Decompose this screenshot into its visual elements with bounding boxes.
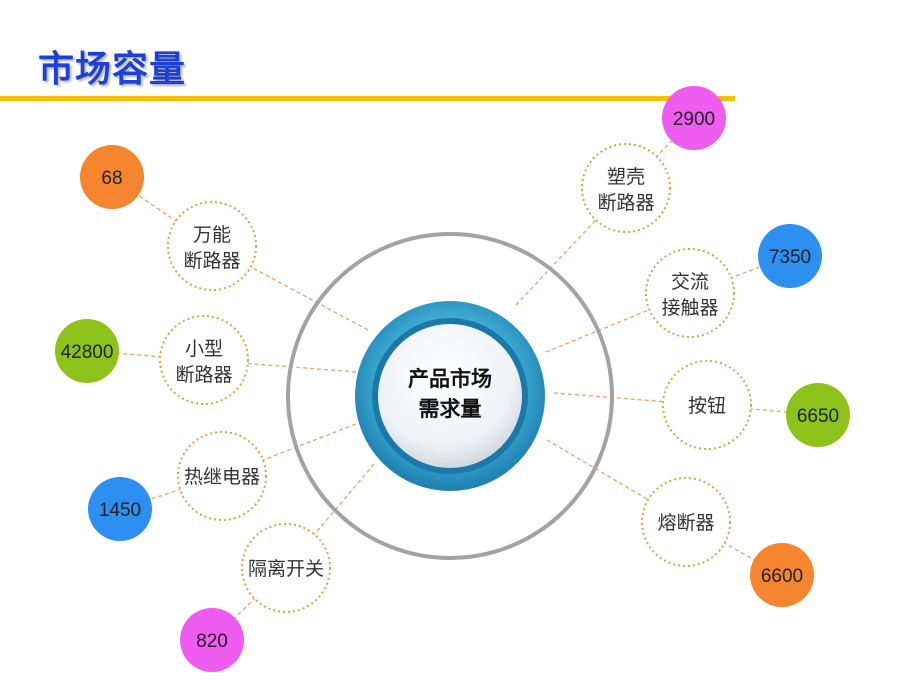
value-bubble-circle	[55, 319, 119, 383]
value-bubble-circle	[750, 543, 814, 607]
category-node-circle	[177, 431, 267, 521]
value-label: 7350	[769, 247, 811, 268]
category-node-gelikaiguan: 隔离开关	[241, 523, 331, 613]
center-core	[378, 324, 522, 468]
category-node-rongduanqi: 熔断器	[641, 477, 731, 567]
value-label: 68	[101, 168, 122, 189]
value-bubble-anniu: 6650	[786, 383, 850, 447]
value-bubble-suke: 2900	[662, 86, 726, 150]
category-node-rejidianqi: 热继电器	[177, 431, 267, 521]
category-label: 热继电器	[184, 466, 260, 488]
category-label: 交流	[671, 271, 709, 293]
category-node-circle	[645, 248, 735, 338]
category-label: 塑壳	[607, 166, 645, 188]
category-node-circle	[241, 523, 331, 613]
value-label: 42800	[61, 342, 114, 363]
outer-ring	[286, 232, 614, 560]
value-bubble-circle	[88, 477, 152, 541]
category-node-circle	[159, 315, 249, 405]
value-label: 820	[196, 631, 228, 652]
value-bubble-circle	[758, 224, 822, 288]
category-label: 小型	[185, 338, 223, 360]
value-bubble-wanneng: 68	[80, 145, 144, 209]
value-bubble-rongduanqi: 6600	[750, 543, 814, 607]
page-title: 市场容量	[38, 49, 187, 90]
value-bubble-circle	[662, 86, 726, 150]
category-label: 万能	[193, 224, 231, 246]
category-node-circle	[662, 360, 752, 450]
center-label-line1: 产品市场	[408, 367, 492, 391]
category-node-circle	[167, 201, 257, 291]
value-label: 1450	[99, 500, 141, 521]
value-bubble-xiaoxing: 42800	[55, 319, 119, 383]
category-label: 断路器	[597, 192, 654, 214]
title-underline	[0, 96, 735, 101]
value-bubble-circle	[180, 608, 244, 672]
value-label: 2900	[673, 109, 715, 130]
category-label: 断路器	[175, 364, 232, 386]
value-bubble-jiaoliu: 7350	[758, 224, 822, 288]
category-node-anniu: 按钮	[662, 360, 752, 450]
center-label-line2: 需求量	[419, 397, 482, 421]
value-bubble-gelikaiguan: 820	[180, 608, 244, 672]
category-label: 接触器	[661, 297, 718, 319]
category-label: 按钮	[688, 395, 726, 417]
category-node-circle	[641, 477, 731, 567]
category-label: 熔断器	[657, 512, 714, 534]
value-bubble-circle	[80, 145, 144, 209]
category-node-circle	[581, 143, 671, 233]
category-label: 断路器	[183, 250, 240, 272]
value-connector-xiaoxing	[86, 350, 205, 361]
value-bubble-rejidianqi: 1450	[88, 477, 152, 541]
value-bubble-circle	[786, 383, 850, 447]
category-label: 隔离开关	[248, 558, 324, 580]
value-label: 6600	[761, 566, 803, 587]
value-label: 6650	[797, 406, 839, 427]
